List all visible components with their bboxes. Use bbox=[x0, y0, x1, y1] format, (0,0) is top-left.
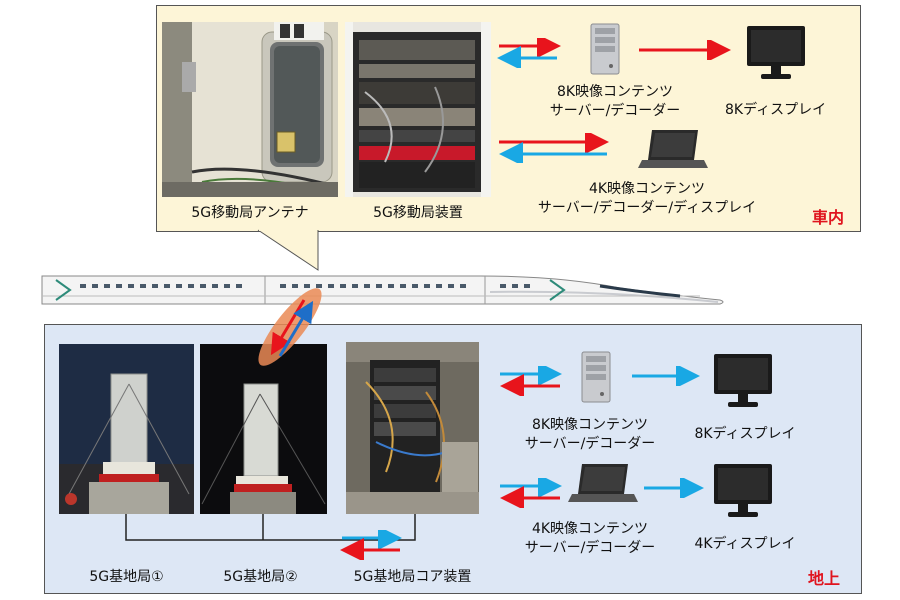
arrow-pair-4k-ground bbox=[496, 478, 566, 508]
monitor-icon bbox=[712, 462, 774, 520]
laptop-icon bbox=[568, 462, 638, 507]
arrow-pair-8k-ground bbox=[496, 366, 566, 396]
server-8k-ground-line1: 8K映像コンテンツ bbox=[500, 416, 680, 435]
server-4k-ground-label: 4K映像コンテンツ サーバー/デコーダー bbox=[500, 520, 680, 558]
base-1-label: 5G基地局① bbox=[64, 568, 189, 587]
core-label: 5G基地局コア装置 bbox=[330, 568, 495, 587]
server-4k-ground-line2: サーバー/デコーダー bbox=[500, 539, 680, 558]
server-8k-ground-line2: サーバー/デコーダー bbox=[500, 435, 680, 454]
server-tower-icon bbox=[576, 350, 616, 405]
monitor-icon bbox=[712, 352, 774, 410]
server-4k-ground-line1: 4K映像コンテンツ bbox=[500, 520, 680, 539]
arrow-8k-ground-to-display bbox=[628, 366, 708, 386]
arrow-4k-ground-to-display bbox=[640, 478, 710, 498]
server-8k-ground-label: 8K映像コンテンツ サーバー/デコーダー bbox=[500, 416, 680, 454]
base-2-label: 5G基地局② bbox=[198, 568, 323, 587]
arrow-pair-core bbox=[336, 530, 406, 560]
display-8k-ground-label: 8Kディスプレイ bbox=[690, 425, 800, 444]
ground-region-label: 地上 bbox=[808, 565, 840, 589]
display-4k-ground-label: 4Kディスプレイ bbox=[690, 535, 800, 554]
